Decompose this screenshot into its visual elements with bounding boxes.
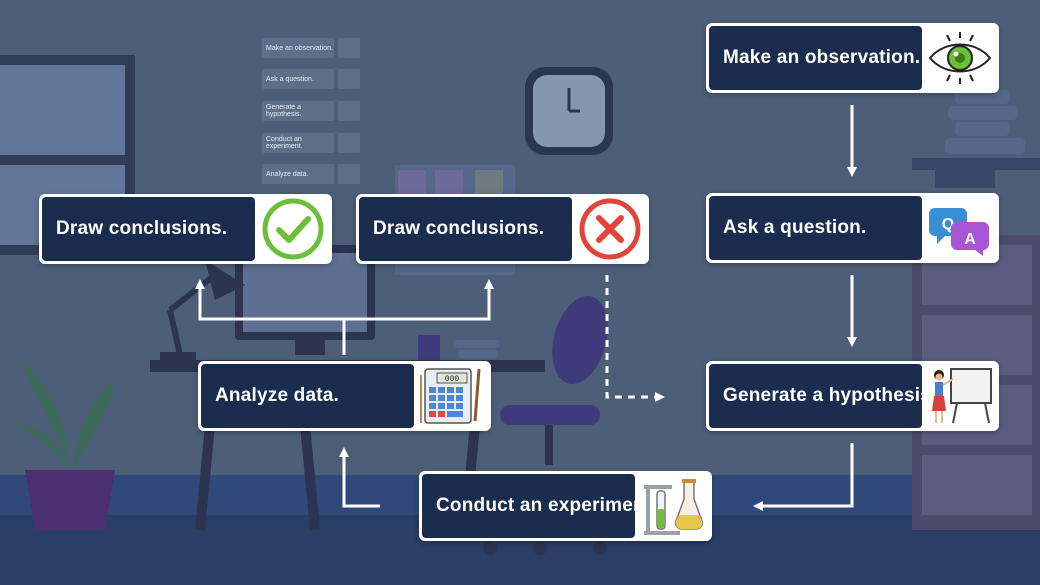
minimap-item-experiment: Conduct an experiment. [262,133,334,153]
card-experiment: Conduct an experiment. [419,471,712,541]
card-observation: Make an observation. [706,23,999,93]
eye-icon [924,26,996,90]
qa-chat-icon: Q A [924,196,996,260]
card-conclusion-rejected-label: Draw conclusions. [359,197,572,261]
card-hypothesis-label: Generate a hypothesis. [709,364,936,428]
presenter-board-icon [924,364,996,428]
card-analyze-label: Analyze data. [201,364,414,428]
minimap-calculator-icon [338,164,360,184]
potted-plant [15,360,115,530]
calculator-icon: 000 [416,364,488,428]
minimap-item-analyze: Analyze data. [262,164,334,184]
svg-text:A: A [964,231,976,248]
card-conclusion-supported-label: Draw conclusions. [42,197,255,261]
minimap-eye-icon [338,38,360,58]
card-conclusion-rejected: Draw conclusions. [356,194,649,264]
book-stack [912,90,1040,188]
card-question: Ask a question. Q A [706,193,999,263]
minimap-item-hypothesis: Generate a hypothesis. [262,101,334,121]
card-hypothesis: Generate a hypothesis. [706,361,999,431]
check-circle-icon [257,197,329,261]
minimap-board-icon [338,101,360,121]
minimap-qa-icon [338,69,360,89]
office-chair [483,296,608,555]
wall-clock [525,67,613,155]
lab-flask-icon [637,474,709,538]
card-question-label: Ask a question. [709,196,922,260]
card-observation-label: Make an observation. [709,26,922,90]
minimap-item-question: Ask a question. [262,69,334,89]
card-experiment-label: Conduct an experiment. [422,474,657,538]
card-analyze: Analyze data. 000 [198,361,491,431]
card-conclusion-supported: Draw conclusions. [39,194,332,264]
minimap-flask-icon [338,133,360,153]
svg-text:000: 000 [445,375,460,384]
minimap-item-observation: Make an observation. [262,38,334,58]
x-circle-icon [574,197,646,261]
